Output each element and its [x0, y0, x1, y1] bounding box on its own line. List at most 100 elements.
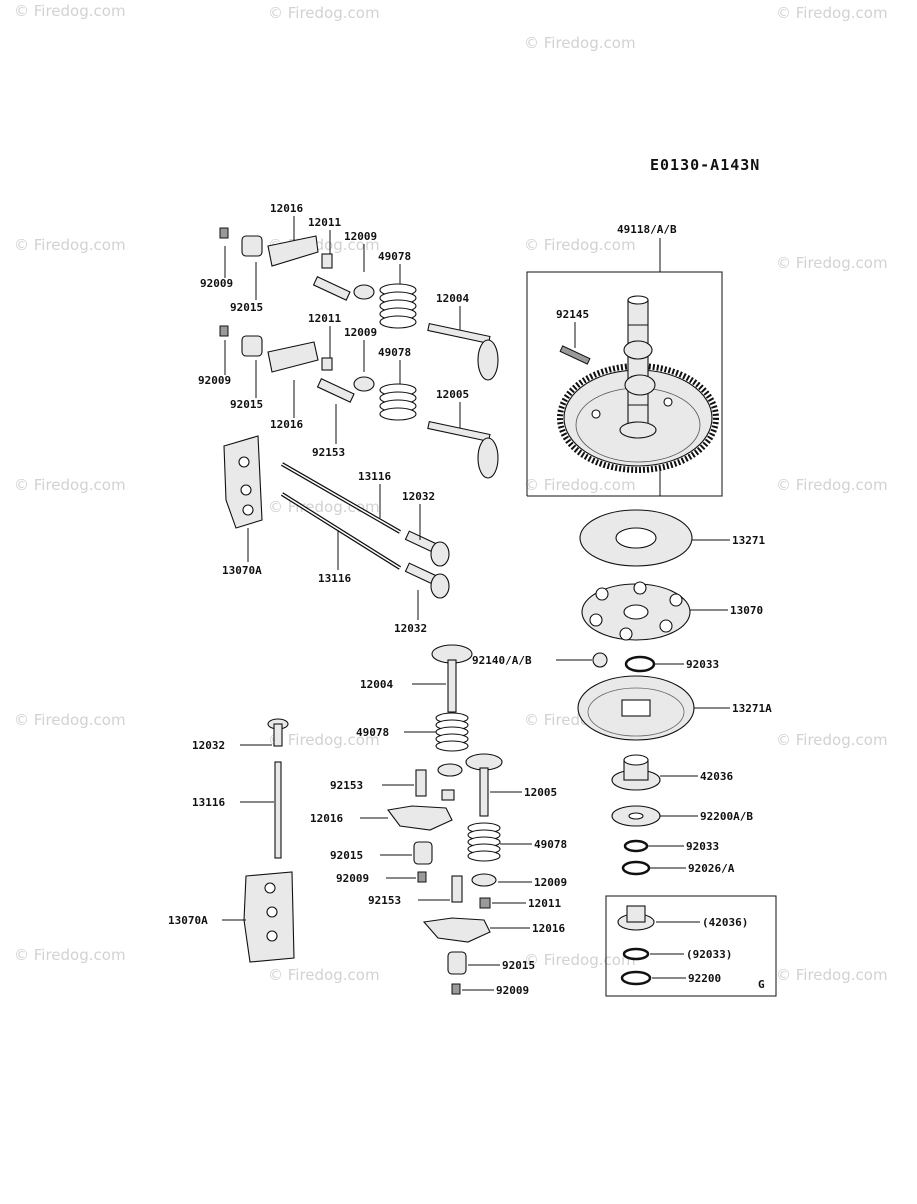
holder-hub [623, 604, 649, 620]
pivot-collar [413, 841, 433, 865]
label-13271: 13271 [732, 534, 765, 547]
label-12016: 12016 [532, 922, 565, 935]
label-13116: 13116 [358, 470, 391, 483]
valve-spring [435, 712, 469, 752]
washer-hole [628, 812, 644, 820]
push-rod [274, 761, 282, 859]
spring-retainer [353, 376, 375, 392]
label-box-G: G [758, 978, 765, 991]
nut [219, 227, 229, 239]
cotter [441, 789, 455, 801]
shaft-end [627, 295, 649, 305]
label-12009: 12009 [344, 230, 377, 243]
label-13070: 13070 [730, 604, 763, 617]
pivot-collar [241, 335, 263, 357]
watermark: © Firedog.com [14, 2, 126, 20]
cam-lobe [623, 340, 653, 360]
rocker-assembly-lower: 12011 12009 49078 92009 92015 12016 9215… [198, 312, 499, 479]
tappet-head [430, 573, 450, 599]
label-box-92033: (92033) [686, 948, 732, 961]
gear-hole [663, 397, 673, 407]
label-92033: 92033 [686, 658, 719, 671]
watermark: © Firedog.com [776, 4, 888, 22]
pivot-collar [241, 235, 263, 257]
exhaust-valve-head [477, 437, 499, 479]
watermark: © Firedog.com [524, 236, 636, 254]
label-13271A: 13271A [732, 702, 772, 715]
label-13116: 13116 [192, 796, 225, 809]
flyweight-slot [619, 627, 633, 641]
plate-hole [266, 906, 278, 918]
label-92009: 92009 [198, 374, 231, 387]
label-13070A: 13070A [222, 564, 262, 577]
push-rod-highlight [281, 463, 401, 533]
intake-valve-head [477, 339, 499, 381]
label-12011: 12011 [308, 216, 341, 229]
watermark: © Firedog.com [14, 711, 126, 729]
label-49078: 49078 [378, 250, 411, 263]
pushrod-group: 13070A 13116 13116 12032 12032 [222, 435, 450, 635]
diagram-code: E0130-A143N [650, 156, 760, 174]
label-92015: 92015 [330, 849, 363, 862]
cup-center [621, 699, 651, 717]
cup-inner-ring [587, 687, 685, 737]
cam-lobe [624, 374, 656, 396]
label-49118: 49118/A/B [617, 223, 677, 236]
label-13070A: 13070A [168, 914, 208, 927]
nut [417, 871, 427, 883]
label-92009: 92009 [336, 872, 369, 885]
cam-hub [619, 421, 657, 439]
flyweight-slot [659, 619, 673, 633]
tappet-stem [273, 723, 283, 747]
rocker-arm [422, 917, 491, 943]
sleeve-body [626, 905, 646, 923]
stud-bolt [451, 875, 463, 903]
label-92009: 92009 [496, 984, 529, 997]
cotter [321, 253, 333, 269]
rocker-arm [267, 341, 319, 373]
valve-spring [379, 283, 417, 329]
watermark: © Firedog.com [524, 34, 636, 52]
spring-retainer [437, 763, 463, 777]
washer [620, 970, 652, 986]
label-12005: 12005 [524, 786, 557, 799]
label-12016: 12016 [270, 418, 303, 431]
label-92033: 92033 [686, 840, 719, 853]
watermark: © Firedog.com [776, 476, 888, 494]
tappet-head [430, 541, 450, 567]
watermark: © Firedog.com [268, 966, 380, 984]
label-92140: 92140/A/B [472, 654, 532, 667]
cam-shaft [627, 299, 649, 431]
watermark: © Firedog.com [14, 236, 126, 254]
rocker-assembly-upper: 12016 12011 12009 49078 92009 92015 1200… [200, 202, 499, 381]
label-49078: 49078 [534, 838, 567, 851]
intake-valve-stem [447, 659, 457, 713]
exhaust-valve-stem [479, 767, 489, 817]
nut [451, 983, 461, 995]
gear-hole [591, 409, 601, 419]
label-42036: 42036 [700, 770, 733, 783]
governor-stack: 13271 13070 92140/A/B 92033 13271A 42036 [472, 509, 777, 997]
label-12032: 12032 [192, 739, 225, 752]
rocker-arm [267, 235, 319, 267]
watermark: © Firedog.com [268, 731, 380, 749]
push-rod-highlight [281, 493, 401, 569]
watermark: © Firedog.com [776, 254, 888, 272]
label-92145: 92145 [556, 308, 589, 321]
nut [219, 325, 229, 337]
center-valve-train: 12004 49078 12032 13116 92153 12005 [168, 644, 567, 997]
camshaft-assembly: 49118/A/B 92145 [526, 223, 723, 497]
label-92026: 92026/A [688, 862, 735, 875]
label-92009: 92009 [200, 277, 233, 290]
label-12016: 12016 [310, 812, 343, 825]
stud-bolt [415, 769, 427, 797]
flyweight-slot [595, 587, 609, 601]
label-49078: 49078 [378, 346, 411, 359]
plate-hole [266, 930, 278, 942]
label-12004: 12004 [360, 678, 393, 691]
intake-valve-stem [427, 322, 491, 345]
watermark: © Firedog.com [776, 966, 888, 984]
stud-bolt [316, 378, 355, 403]
